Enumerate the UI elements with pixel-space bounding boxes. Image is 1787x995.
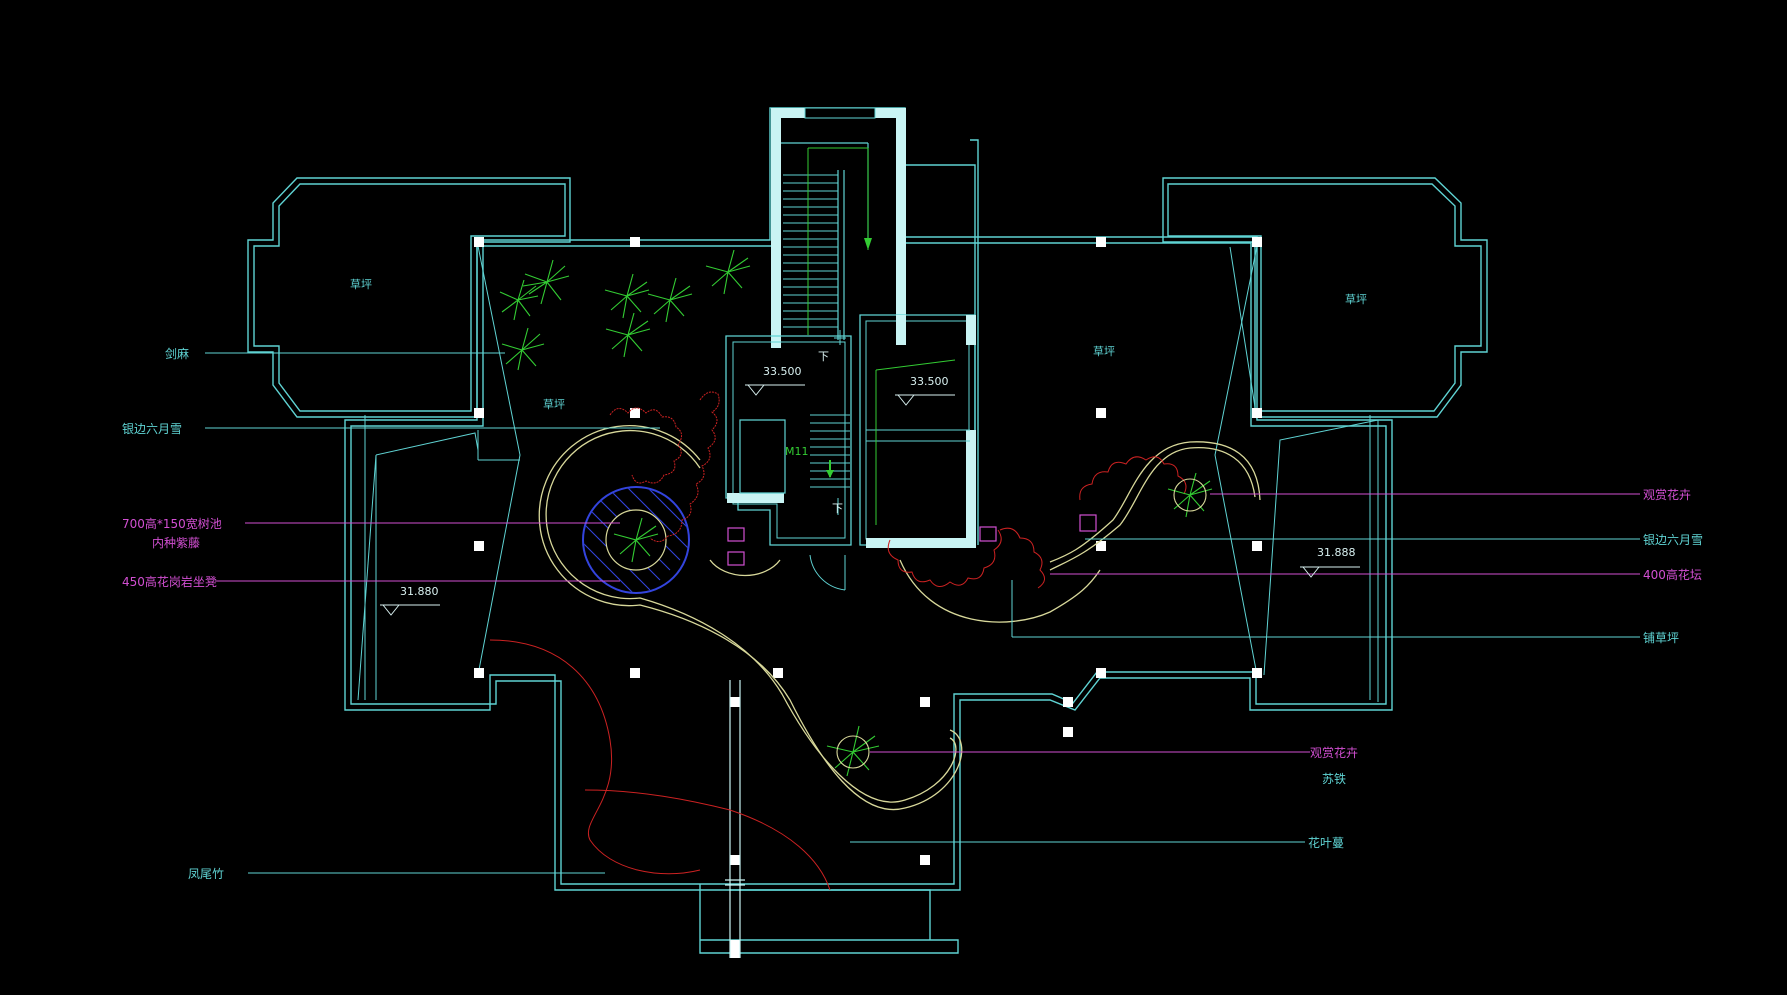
- lawn-label-center-left: 草坪: [543, 398, 565, 411]
- palm-plant-icon: [705, 249, 751, 295]
- column-square-icon: [1252, 541, 1262, 551]
- door-tag: M11: [785, 445, 809, 458]
- column-square-icon: [1252, 668, 1262, 678]
- column-square-icon: [630, 668, 640, 678]
- elevation-label-left: 31.880: [400, 585, 439, 598]
- callouts-left: 剑麻 银边六月雪 700高*150宽树池 内种紫藤 450高花岗岩坐凳 凤尾竹: [122, 346, 224, 881]
- entrance-post: [725, 680, 745, 958]
- elevation-marker-icon: [380, 604, 440, 616]
- column-square-icon: [920, 697, 930, 707]
- elevation-marker-icon: [895, 394, 955, 406]
- palm-plant-icon: [1167, 472, 1213, 518]
- column-square-icon: [730, 697, 740, 707]
- plants: [499, 249, 1213, 777]
- small-planters: [727, 514, 1097, 566]
- column-square-icon: [630, 237, 640, 247]
- hedges: [489, 391, 1187, 891]
- column-square-icon: [474, 408, 484, 418]
- column-square-icon: [1063, 697, 1073, 707]
- column-square-icon: [630, 408, 640, 418]
- elevation-label-stair-left: 33.500: [763, 365, 802, 378]
- column-square-icon: [1096, 237, 1106, 247]
- elevation-label-right: 31.888: [1317, 546, 1356, 559]
- callout-flower-bed: 400高花坛: [1643, 567, 1702, 582]
- elevation-label-stair-right: 33.500: [910, 375, 949, 388]
- palm-plant-icon: [499, 279, 539, 321]
- palm-plant-icon: [604, 273, 650, 319]
- column-square-icon: [730, 855, 740, 865]
- callout-vinca: 花叶蔓: [1308, 835, 1344, 850]
- lawn-label-top-left: 草坪: [350, 278, 372, 291]
- column-square-icon: [920, 855, 930, 865]
- callout-lawn: 铺草坪: [1643, 631, 1679, 645]
- stair-down-label-upper: 下: [818, 350, 829, 363]
- callout-snow-rose-right: 银边六月雪: [1643, 533, 1703, 547]
- callout-sisal: 剑麻: [165, 346, 189, 361]
- callouts-right: 观赏花卉 银边六月雪 400高花坛 铺草坪 观赏花卉 苏铁 花叶蔓: [1308, 487, 1703, 850]
- column-square-icon: [474, 541, 484, 551]
- column-square-icon: [474, 668, 484, 678]
- lawn-label-top-right: 草坪: [1345, 293, 1367, 306]
- callout-ornamental-flowers-2: 观赏花卉: [1310, 745, 1358, 760]
- paving-lines: [357, 245, 1379, 702]
- stairwell-core: [725, 107, 976, 591]
- callout-bamboo: 凤尾竹: [188, 867, 224, 881]
- column-square-icon: [474, 237, 484, 247]
- column-square-icon: [1252, 237, 1262, 247]
- column-square-icon: [1252, 408, 1262, 418]
- palm-plant-icon: [501, 327, 545, 371]
- callout-ornamental-flowers: 观赏花卉: [1643, 487, 1691, 502]
- columns: [474, 237, 1262, 958]
- callout-tree-pool: 700高*150宽树池: [122, 516, 222, 531]
- column-square-icon: [1096, 668, 1106, 678]
- callout-granite-bench: 450高花岗岩坐凳: [122, 574, 217, 589]
- palm-plant-icon: [613, 517, 659, 563]
- elevation-marker-icon: [1300, 566, 1360, 578]
- palm-plant-icon: [522, 259, 570, 305]
- column-square-icon: [1063, 727, 1073, 737]
- garden-paths: [538, 425, 1261, 811]
- palm-plant-icon: [647, 277, 693, 323]
- palm-plant-icon: [826, 725, 880, 777]
- elevation-marker-icon: [745, 384, 805, 396]
- column-square-icon: [1096, 408, 1106, 418]
- callout-wisteria: 内种紫藤: [152, 536, 200, 550]
- plan-labels: 草坪 草坪 草坪 草坪 33.500 33.500 31.880 31.888 …: [350, 278, 1367, 598]
- column-square-icon: [1096, 541, 1106, 551]
- callout-snow-rose: 银边六月雪: [122, 422, 182, 436]
- column-square-icon: [730, 940, 740, 958]
- callout-cycad: 苏铁: [1322, 772, 1346, 786]
- tree-pool: [582, 486, 690, 594]
- palm-plant-icon: [605, 312, 651, 358]
- column-square-icon: [773, 668, 783, 678]
- stair-down-label-lower: 下: [832, 502, 843, 515]
- lawn-label-center-right: 草坪: [1093, 345, 1115, 358]
- leader-lines: [205, 352, 1640, 874]
- elevation-markers: [380, 384, 1360, 616]
